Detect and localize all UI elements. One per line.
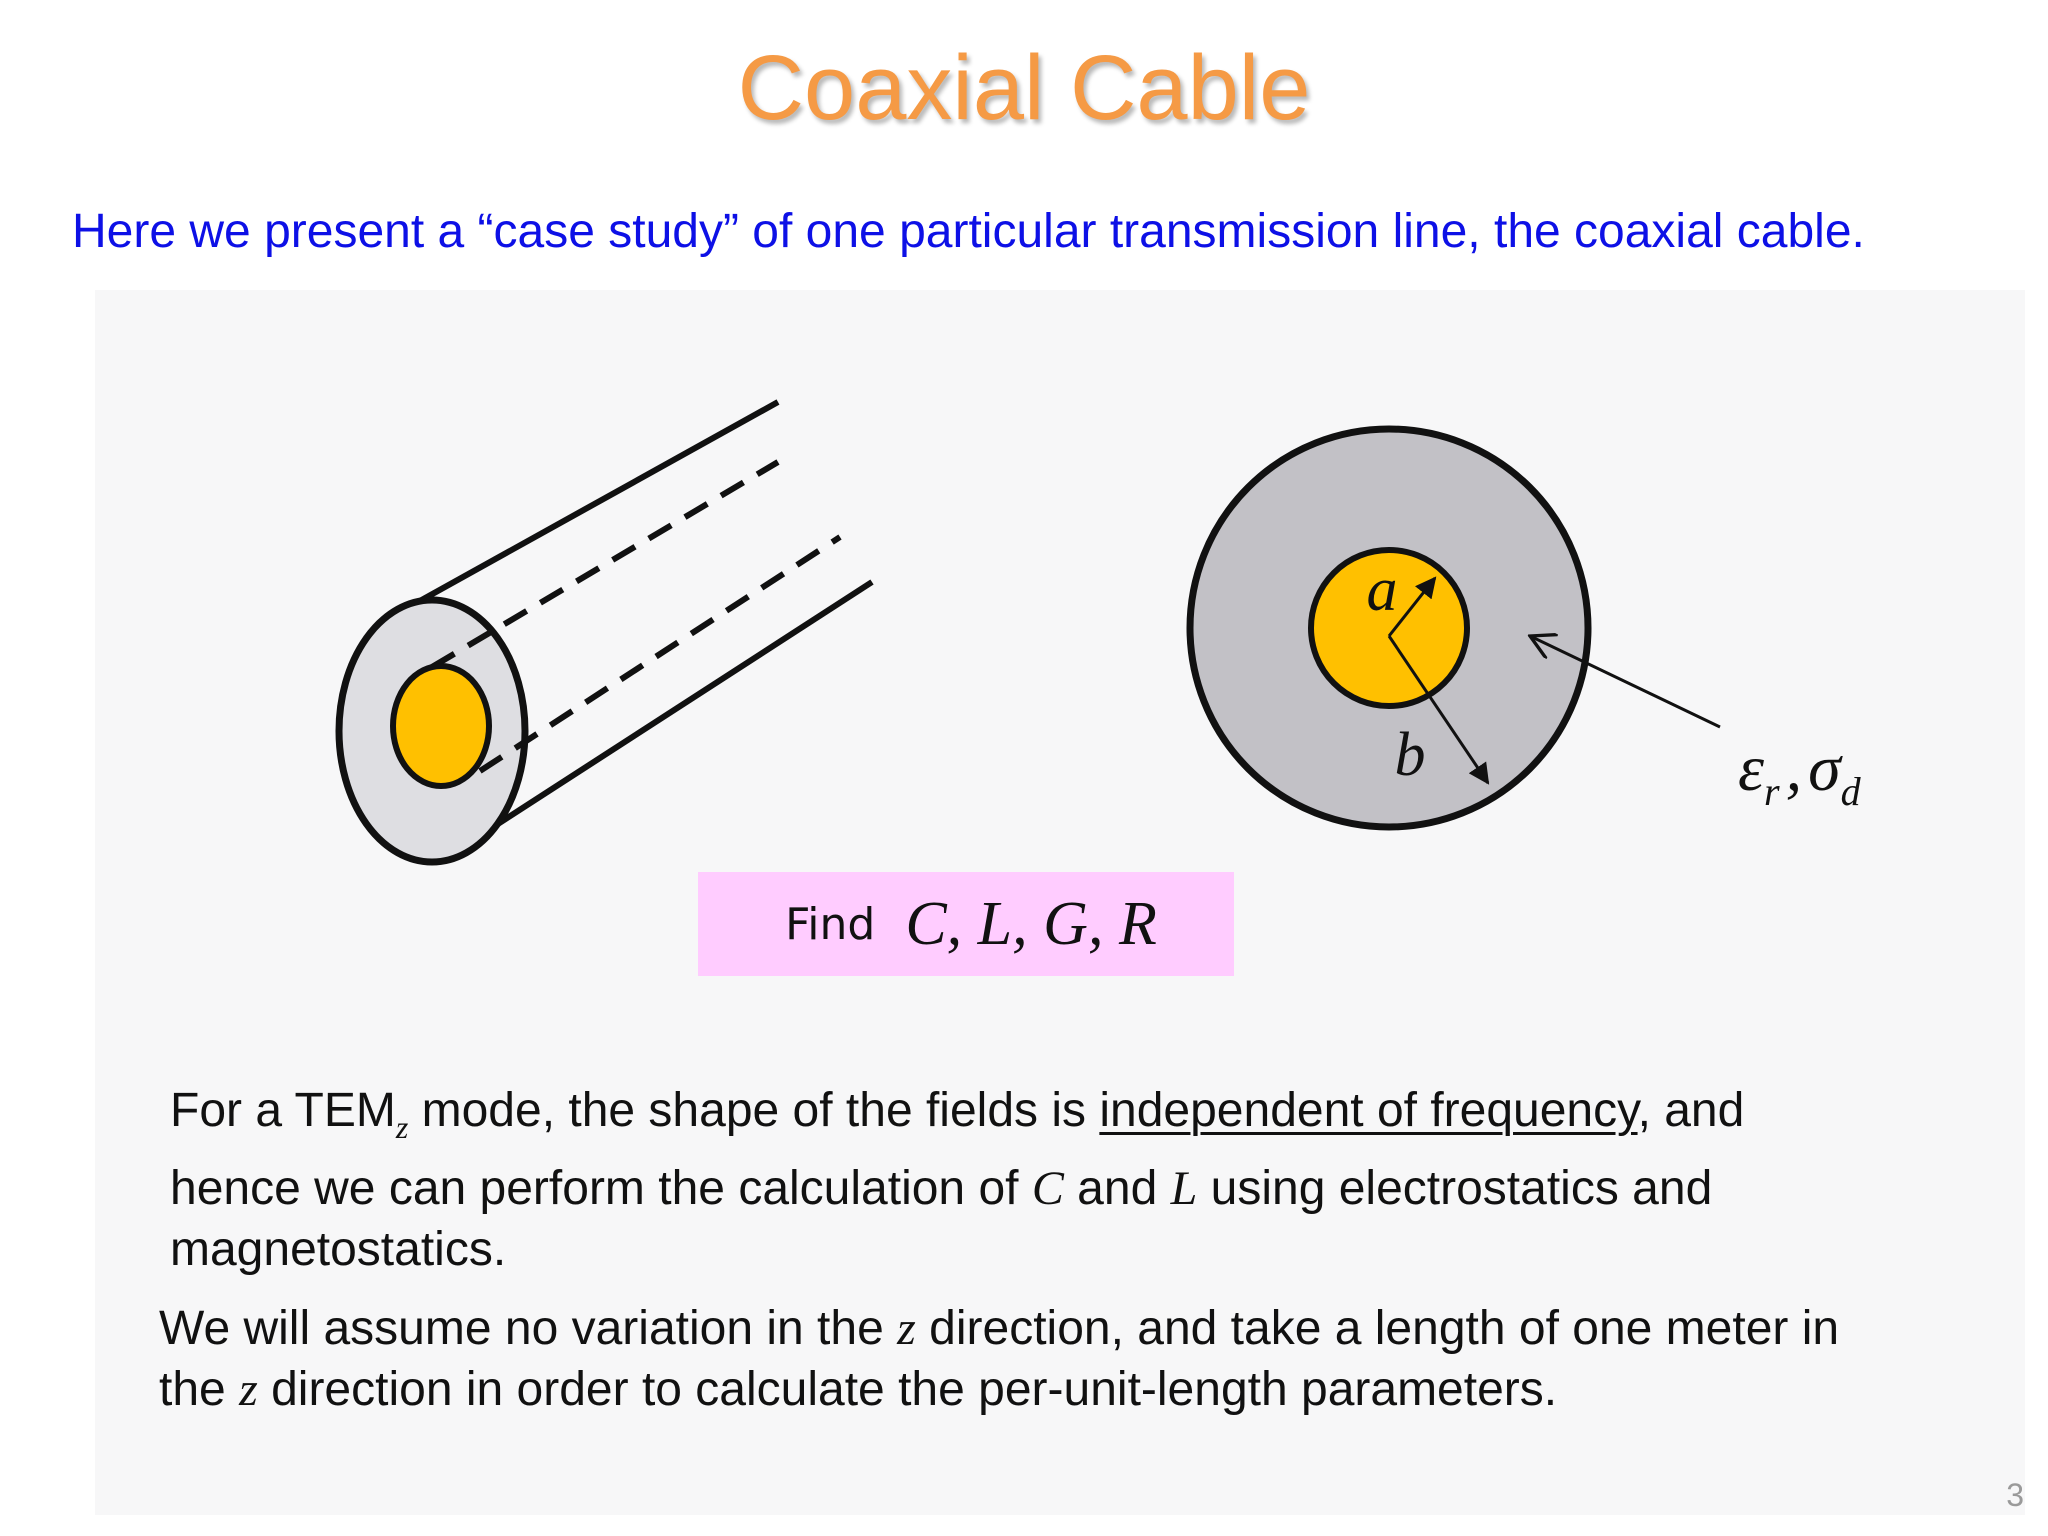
epsilon-subscript: r	[1764, 769, 1780, 814]
slide-subtitle: Here we present a “case study” of one pa…	[72, 205, 1865, 258]
text-and: , and	[1637, 1084, 1745, 1137]
symbol-z-1: z	[897, 1302, 916, 1355]
symbol-z-2: z	[239, 1363, 258, 1416]
symbol-l: L	[1170, 1162, 1198, 1215]
text-we-will-assume: We will assume no variation in the	[159, 1302, 898, 1355]
paragraph-tem-line-3: magnetostatics.	[170, 1223, 507, 1276]
sigma-subscript: d	[1841, 769, 1862, 814]
text-hence: hence we can perform the calculation of	[170, 1162, 1032, 1215]
radius-a-arrow	[1387, 576, 1437, 637]
paragraph-z-direction: We will assume no variation in the z dir…	[159, 1298, 1839, 1420]
inner-conductor-hidden-edge-top	[430, 459, 780, 670]
slide-title: Coaxial Cable	[737, 37, 1311, 139]
cable-inner-conductor-end	[390, 663, 492, 789]
label-a: a	[1367, 556, 1398, 624]
paragraph-tem-mode: For a TEMz mode, the shape of the fields…	[170, 1080, 1744, 1280]
material-separator: ,	[1786, 732, 1803, 805]
sigma-symbol: σ	[1808, 732, 1843, 805]
cable-outer-top-edge	[416, 399, 780, 605]
text-for-a-tem: For a TEM	[170, 1084, 396, 1137]
text-mode-shape: mode, the shape of the fields is	[408, 1084, 1100, 1137]
cable-outer-bottom-edge	[482, 579, 874, 836]
material-pointer-arrow	[1530, 636, 1721, 729]
paragraph-tem-line-1: For a TEMz mode, the shape of the fields…	[170, 1080, 1744, 1158]
symbol-c: C	[1031, 1162, 1064, 1215]
radius-b-arrow	[1387, 635, 1490, 785]
page-number: 3	[2006, 1477, 2024, 1513]
underlined-independent-of-frequency: independent of frequency	[1099, 1084, 1638, 1137]
text-using-electrostatics: using electrostatics and	[1197, 1162, 1713, 1215]
tem-subscript-z: z	[395, 1109, 409, 1145]
text-per-unit-length: direction in order to calculate the per-…	[257, 1363, 1558, 1416]
text-direction-length: direction, and take a length of one mete…	[915, 1302, 1840, 1355]
paragraph-z-line-2: the z direction in order to calculate th…	[159, 1359, 1839, 1420]
label-b: b	[1395, 721, 1426, 789]
material-parameters: εr,σd	[1738, 732, 1862, 814]
paragraph-tem-line-2: hence we can perform the calculation of …	[170, 1158, 1744, 1219]
find-label: Find	[785, 898, 876, 950]
cable-3d-view	[335, 399, 874, 866]
paragraph-z-line-1: We will assume no variation in the z dir…	[159, 1298, 1839, 1359]
inner-conductor-hidden-edge-bottom	[478, 534, 842, 774]
text-the: the	[159, 1363, 240, 1416]
text-and-2: and	[1063, 1162, 1171, 1215]
find-parameters-box: Find C, L, G, R	[698, 872, 1234, 976]
cable-cross-section: a b εr,σd	[1186, 425, 1862, 831]
find-variables: C, L, G, R	[905, 889, 1157, 958]
epsilon-symbol: ε	[1738, 732, 1764, 805]
